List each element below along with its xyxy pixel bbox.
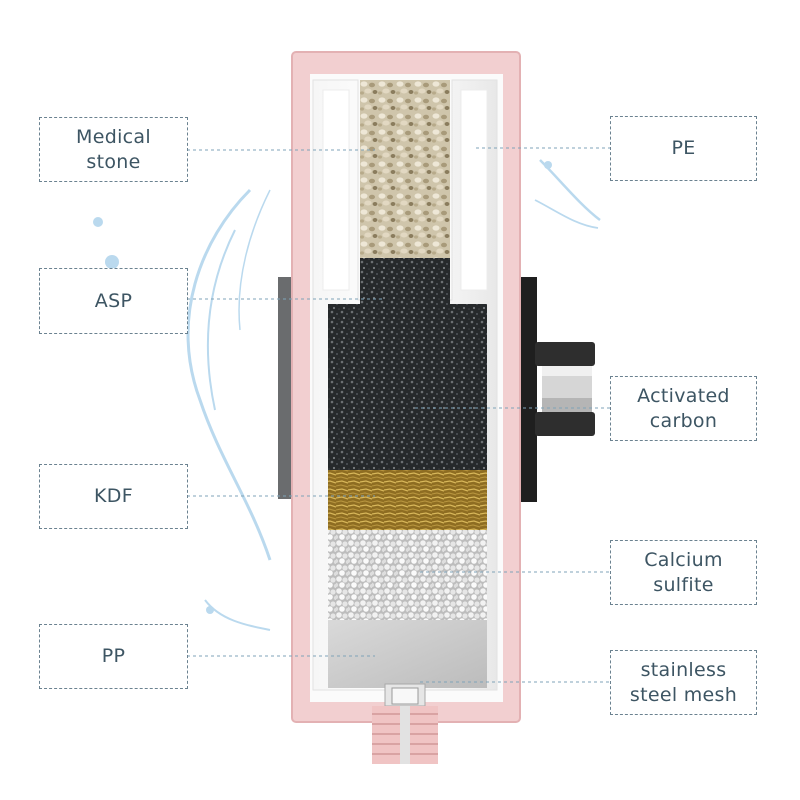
label-asp: ASP [39,268,188,334]
threaded-outlet [372,706,438,764]
label-asp-text: ASP [94,289,133,312]
hex-nut-fitting [535,342,595,436]
label-kdf: KDF [39,464,188,529]
label-activated-carbon: Activated carbon [610,376,757,441]
stainless-steel-mesh [384,683,426,707]
label-pe-text: PE [671,137,696,159]
pp-layer [328,620,487,688]
label-calcium-sulfite: Calcium sulfite [610,540,757,605]
label-activated-carbon-line2: carbon [649,409,718,432]
label-pp: PP [39,624,188,689]
label-medical-stone-line2: stone [86,150,141,173]
kdf-layer [328,470,487,530]
asp-layer [360,258,450,304]
water-splash-right [534,159,601,229]
label-activated-carbon-line1: Activated [637,384,730,407]
label-calcium-sulfite-line1: Calcium [644,548,723,571]
label-medical-stone-line1: Medical [76,125,151,148]
label-medical-stone: Medical stone [39,117,188,182]
water-splash-left [93,188,272,631]
label-kdf-text: KDF [94,485,133,507]
label-pp-text: PP [101,645,126,667]
label-stainless-steel-mesh-line2: steel mesh [629,683,738,706]
label-stainless-steel-mesh-line1: stainless [640,658,727,681]
leader-lines [187,147,610,683]
activated-carbon-layer [328,304,487,470]
calcium-sulfite-layer [328,530,487,620]
label-stainless-steel-mesh: stainless steel mesh [610,650,757,715]
label-calcium-sulfite-line2: sulfite [653,573,714,596]
label-pe: PE [610,116,757,181]
medical-stone-layer [360,80,450,258]
